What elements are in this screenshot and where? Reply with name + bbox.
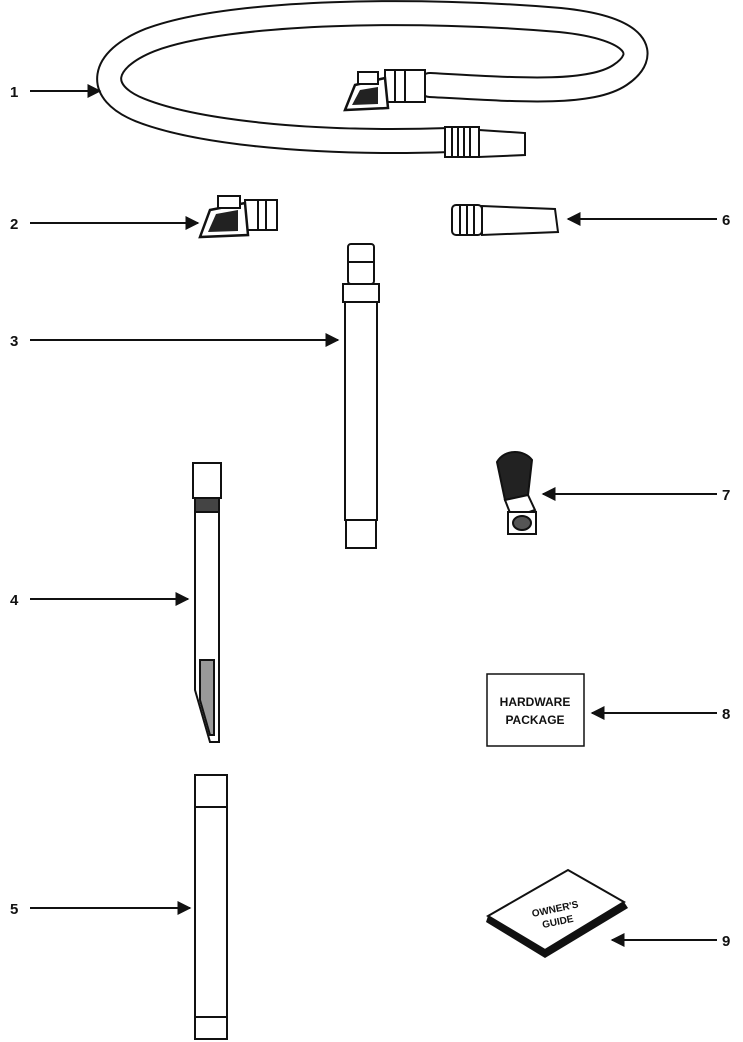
hardware-package-label-line2: PACKAGE [505, 713, 564, 727]
owners-guide-book: OWNER'S GUIDE [486, 868, 628, 958]
callout-number-8: 8 [722, 706, 730, 723]
callout-numbers: 1 2 3 4 5 6 7 8 9 [10, 84, 730, 950]
extension-wand-drawing [342, 243, 380, 549]
hose-drawing [96, 0, 649, 159]
callout-number-6: 6 [722, 212, 730, 229]
callout-number-7: 7 [722, 487, 730, 504]
crevice-tool-drawing [192, 462, 222, 743]
hose-cuff-drawing [451, 204, 560, 237]
hardware-package-label-line1: HARDWARE [500, 695, 571, 709]
hose-swivel-end-drawing [198, 195, 278, 239]
leader-arrows [30, 84, 717, 947]
callout-number-5: 5 [10, 901, 18, 918]
hardware-package-box: HARDWARE PACKAGE [486, 673, 585, 747]
callout-number-2: 2 [10, 216, 18, 233]
callout-number-1: 1 [10, 84, 18, 101]
wand-tube-drawing [194, 774, 228, 1040]
callout-number-3: 3 [10, 333, 18, 350]
callout-number-4: 4 [10, 592, 19, 609]
callout-number-9: 9 [722, 933, 730, 950]
dusting-brush-drawing [495, 451, 537, 535]
